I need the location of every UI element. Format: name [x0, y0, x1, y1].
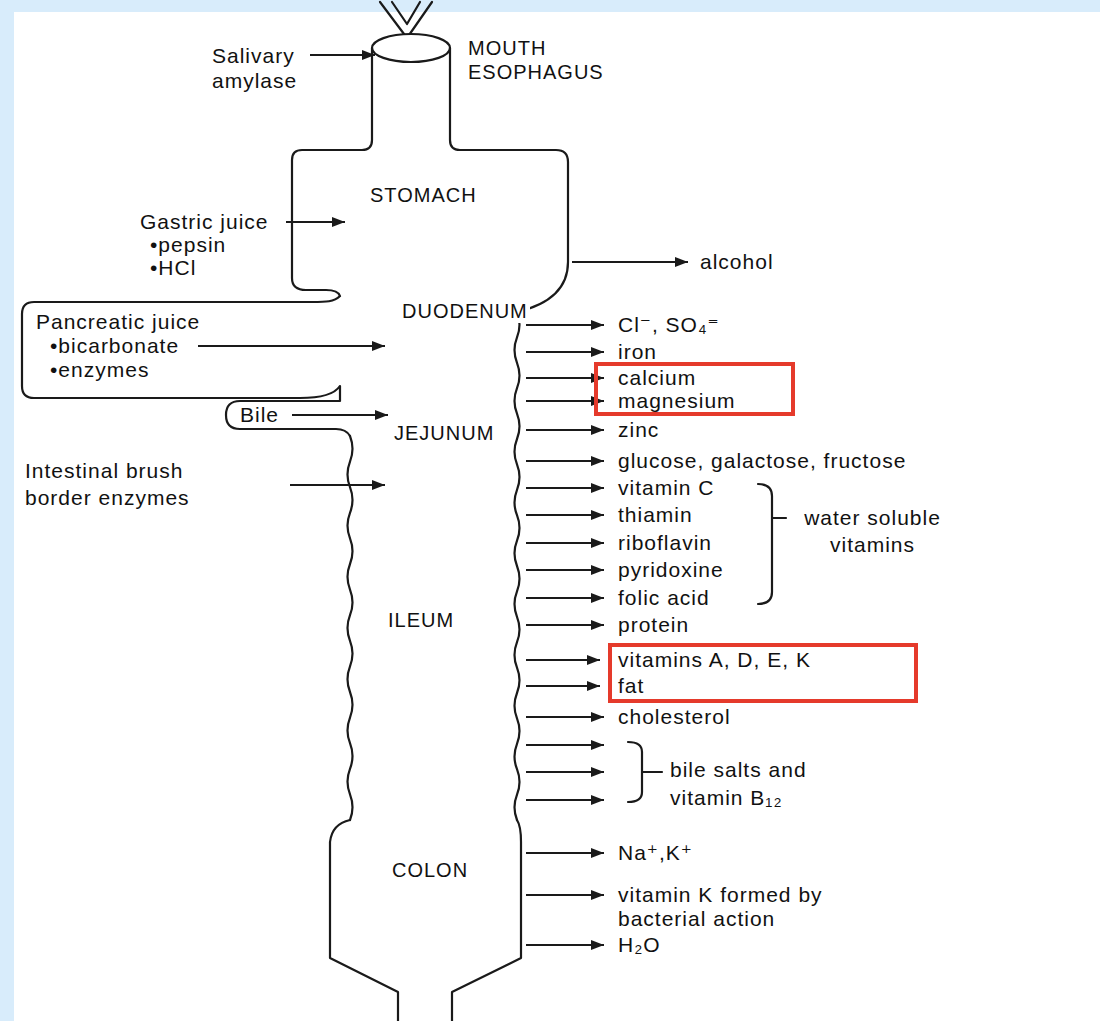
absorption-arrow — [526, 460, 604, 462]
organ-label: COLON — [392, 858, 468, 882]
absorption-arrow — [526, 624, 604, 626]
secretion-arrow — [310, 54, 375, 56]
absorbed-substance: thiamin — [618, 503, 693, 527]
absorbed-substance: iron — [618, 340, 657, 364]
absorption-arrow — [526, 542, 604, 544]
mouth-opening — [372, 34, 450, 62]
absorbed-substance: vitamin K formed by bacterial action — [618, 883, 858, 931]
absorption-arrow — [526, 429, 604, 431]
pancreatic-duct: Pancreatic juice•bicarbonate•enzymes — [20, 294, 344, 400]
highlight-box: calciummagnesium — [594, 362, 795, 416]
secretion-arrow — [292, 414, 388, 416]
secretion-item: •bicarbonate — [50, 334, 179, 358]
group-bracket — [628, 742, 662, 802]
absorbed-substance: protein — [618, 613, 689, 637]
absorbed-substance: vitamin C — [618, 476, 715, 500]
duct-outline-path — [226, 401, 350, 436]
absorption-arrow — [526, 771, 604, 773]
absorption-arrow — [526, 324, 604, 326]
absorption-arrow — [526, 894, 604, 896]
secretion-item: •HCl — [150, 256, 196, 280]
absorbed-substance: calcium — [618, 366, 696, 389]
secretion-item: •enzymes — [50, 358, 149, 382]
absorption-arrow — [526, 852, 604, 854]
absorbed-substance: zinc — [618, 418, 659, 442]
absorption-arrow — [526, 377, 604, 379]
absorption-arrow — [526, 944, 604, 946]
secretion-label: Salivary amylase — [212, 43, 342, 93]
colon-wall — [452, 820, 521, 1021]
group-bracket — [758, 484, 786, 604]
stomach-wall — [450, 48, 568, 312]
organ-label: DUODENUM — [400, 299, 530, 323]
mouth-funnel — [380, 2, 432, 38]
absorption-arrow — [526, 514, 604, 516]
organ-label: ILEUM — [388, 608, 454, 632]
absorption-arrow — [526, 744, 604, 746]
intestine-wall — [515, 312, 520, 820]
highlight-box: vitamins A, D, E, Kfat — [608, 643, 918, 703]
absorbed-substance: fat — [618, 673, 644, 699]
absorption-arrow — [526, 569, 604, 571]
absorption-arrow — [526, 597, 604, 599]
absorbed-substance: magnesium — [618, 389, 736, 412]
absorbed-substance: folic acid — [618, 586, 710, 610]
organ-label: MOUTH ESOPHAGUS — [468, 36, 618, 84]
duct-heading: Bile — [240, 403, 279, 427]
secretion-label: Intestinal brush border enzymes — [25, 457, 210, 511]
intestine-wall — [348, 436, 353, 820]
absorbed-substance: H₂O — [618, 933, 661, 957]
absorption-arrow — [526, 400, 604, 402]
colon-wall — [330, 820, 398, 1021]
absorbed-substance: pyridoxine — [618, 558, 724, 582]
bile-duct: Bile — [224, 399, 352, 439]
mouth-funnel — [392, 2, 420, 24]
absorbed-substance: Na⁺,K⁺ — [618, 841, 693, 865]
absorbed-substance: vitamins A, D, E, K — [618, 647, 811, 673]
absorption-arrow — [526, 685, 600, 687]
absorbed-substance: riboflavin — [618, 531, 712, 555]
absorption-arrow — [526, 799, 604, 801]
absorption-arrow — [572, 261, 688, 263]
absorption-arrow — [526, 716, 604, 718]
secretion-arrow — [286, 221, 345, 223]
absorption-arrow — [526, 487, 604, 489]
group-label: bile salts and vitamin B₁₂ — [670, 756, 840, 812]
organ-label: JEJUNUM — [392, 421, 496, 445]
secretion-arrow — [198, 345, 385, 347]
absorbed-substance: alcohol — [700, 250, 774, 274]
secretion-label: Gastric juice — [140, 210, 269, 234]
absorbed-substance: Cl⁻, SO₄⁼ — [618, 313, 720, 337]
organ-label: STOMACH — [370, 183, 477, 207]
stomach-wall — [292, 48, 372, 296]
absorbed-substance: glucose, galactose, fructose — [618, 449, 906, 473]
group-label: water soluble vitamins — [790, 504, 955, 558]
duct-outline-path — [22, 296, 340, 398]
duct-heading: Pancreatic juice — [36, 310, 200, 334]
secretion-arrow — [290, 484, 385, 486]
secretion-item: •pepsin — [150, 233, 226, 257]
absorption-arrow — [526, 659, 600, 661]
absorbed-substance: cholesterol — [618, 705, 731, 729]
absorption-arrow — [526, 351, 604, 353]
